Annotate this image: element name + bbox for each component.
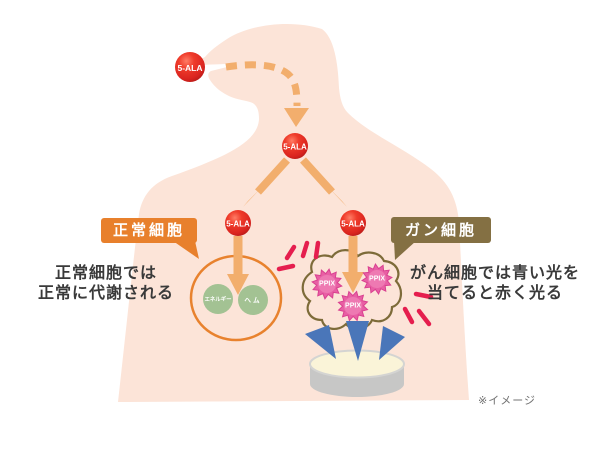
molecule-5ala-normal: 5-ALA bbox=[225, 210, 251, 236]
glow-dash bbox=[284, 244, 297, 261]
energy-label: エネルギー bbox=[205, 295, 232, 303]
ppix-starburst-left: PPIX bbox=[309, 266, 345, 302]
ppix-star-center bbox=[344, 297, 362, 315]
body-silhouette bbox=[118, 23, 469, 402]
arrowhead-into-cancer-cell bbox=[342, 272, 364, 293]
branch-arrow-right bbox=[300, 157, 335, 195]
molecule-circle bbox=[175, 52, 205, 82]
molecule-label: 5-ALA bbox=[341, 220, 365, 229]
molecule-5ala-mouth: 5-ALA bbox=[175, 52, 205, 82]
arrowhead-into-normal-cell bbox=[227, 274, 249, 295]
molecule-5ala-cancer: 5-ALA bbox=[340, 210, 366, 236]
branch-arrow-left bbox=[255, 157, 290, 195]
ppix-starburst-right: PPIX bbox=[360, 262, 394, 296]
metabolite-energy: エネルギー bbox=[203, 284, 233, 314]
molecule-label: 5-ALA bbox=[177, 63, 202, 73]
heme-label: ヘム bbox=[244, 297, 261, 305]
light-beam-middle bbox=[346, 321, 369, 361]
glow-dash bbox=[402, 306, 415, 325]
ingestion-arrowhead bbox=[284, 108, 309, 127]
ppix-label: PPIX bbox=[345, 303, 361, 310]
energy-circle bbox=[203, 284, 233, 314]
molecule-circle bbox=[340, 210, 366, 236]
glow-dash bbox=[276, 263, 296, 272]
ppix-star-center bbox=[368, 270, 386, 288]
ppix-starburst-bottom: PPIX bbox=[334, 287, 372, 325]
glow-dashes bbox=[276, 240, 434, 327]
branch-arrowhead-right bbox=[328, 187, 347, 207]
cancer-bubble-tail bbox=[394, 241, 416, 260]
glow-dash bbox=[300, 240, 310, 259]
metabolite-heme: ヘム bbox=[238, 285, 268, 315]
glow-dash bbox=[413, 291, 434, 300]
normal-bubble-tail bbox=[173, 241, 199, 259]
ppix-star-center bbox=[318, 275, 336, 293]
molecule-label: 5-ALA bbox=[283, 143, 307, 152]
glow-dash bbox=[313, 240, 321, 260]
molecule-circle bbox=[282, 133, 308, 159]
molecule-5ala-chest: 5-ALA bbox=[282, 133, 308, 159]
glow-dash bbox=[416, 308, 432, 327]
heme-circle bbox=[238, 285, 268, 315]
ppix-label: PPIX bbox=[319, 281, 335, 288]
light-beam-left bbox=[305, 325, 336, 359]
ingestion-dashed-arrow bbox=[225, 61, 301, 107]
branch-arrowhead-left bbox=[243, 187, 262, 207]
ppix-label: PPIX bbox=[369, 276, 385, 283]
molecule-circle bbox=[225, 210, 251, 236]
light-beam-right bbox=[379, 326, 405, 360]
molecule-label: 5-ALA bbox=[226, 220, 250, 229]
